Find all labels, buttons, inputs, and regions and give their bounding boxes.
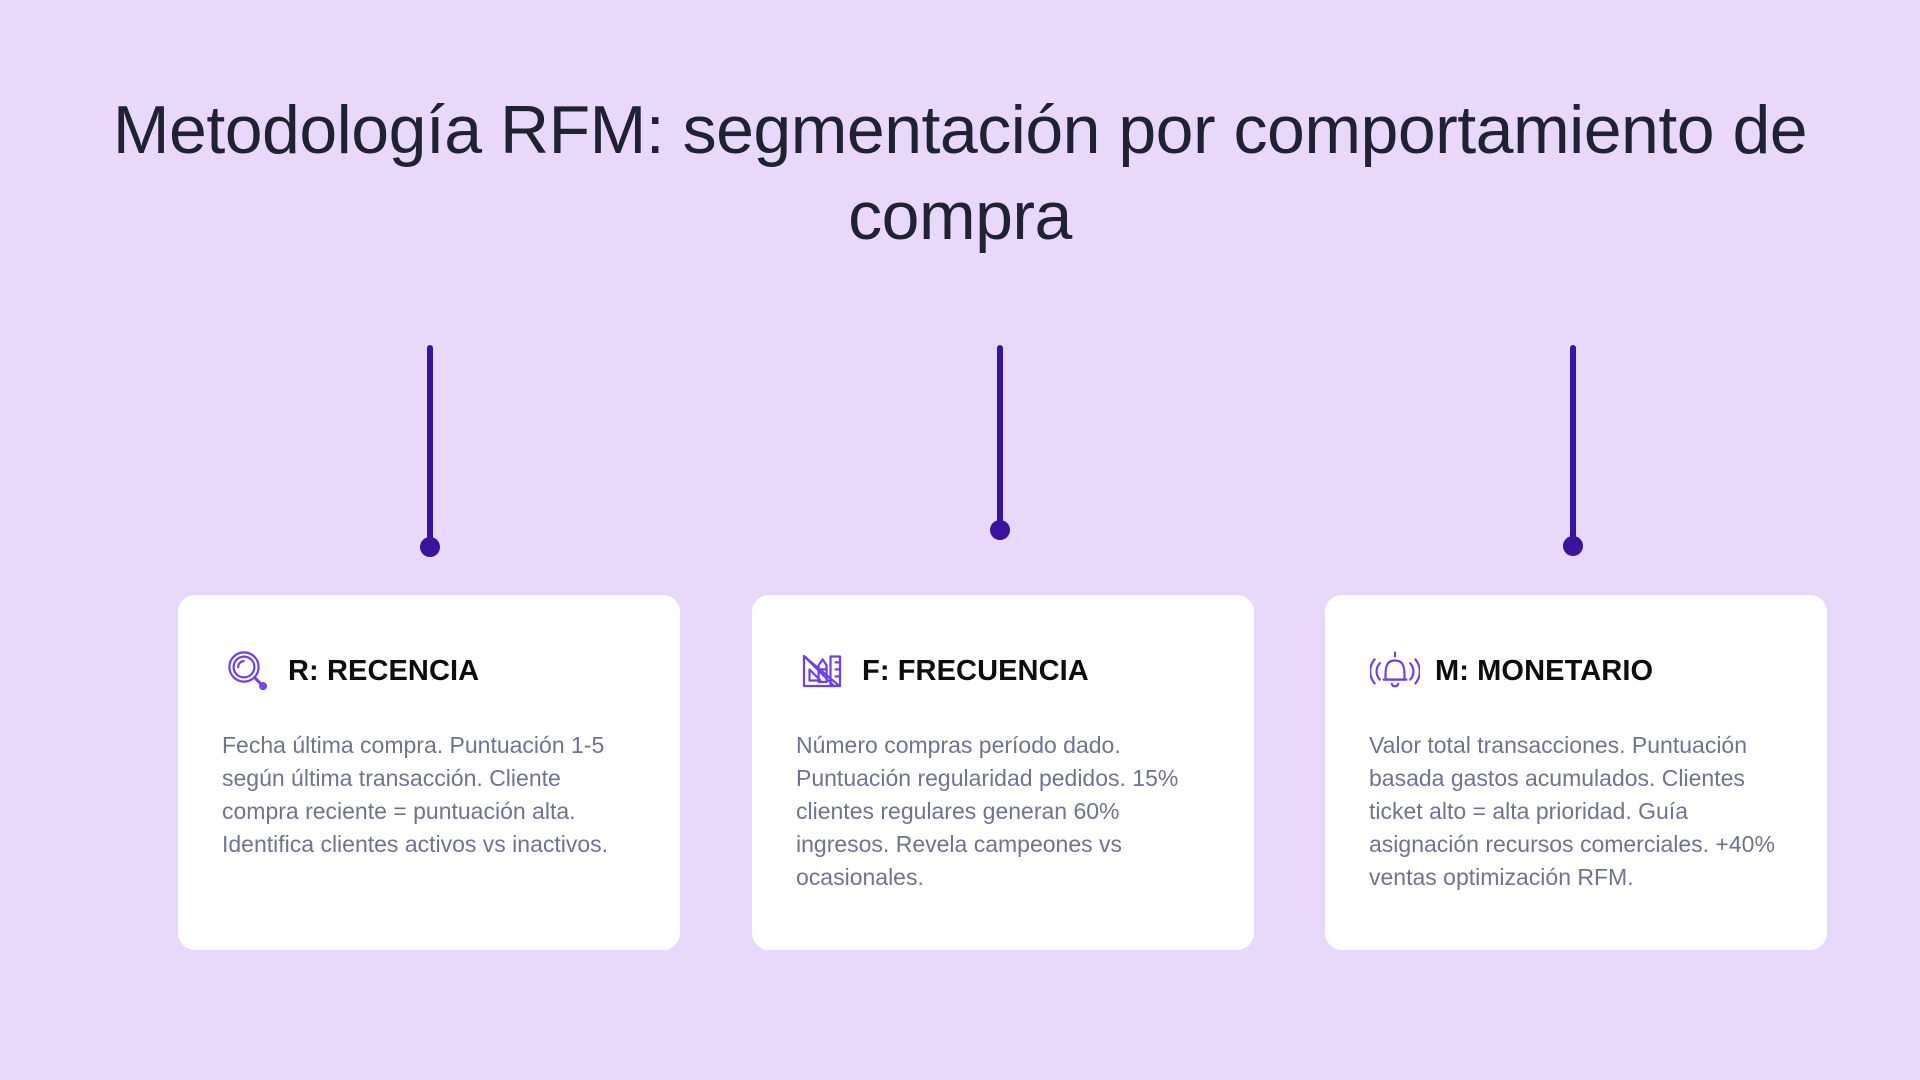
card-body-text: Valor total transacciones. Puntuación ba… [1369,732,1775,890]
card-title: M: MONETARIO [1435,654,1654,687]
connector-line-3 [1563,345,1583,556]
connector-line-2 [990,345,1010,540]
connector-dot-3 [1563,536,1583,556]
card-header: R: RECENCIA [222,643,636,699]
card-monetario: M: MONETARIO Valor total transacciones. … [1325,595,1827,950]
ruler-pencil-icon [796,645,848,697]
card-frecuencia: F: FRECUENCIA Número compras período dad… [752,595,1254,950]
connector-dot-2 [990,520,1010,540]
magnifier-icon [222,645,274,697]
card-body-text: Número compras período dado. Puntuación … [796,732,1179,890]
connector-line-1 [420,345,440,557]
card-title: F: FRECUENCIA [862,654,1089,687]
ringing-bell-icon [1369,645,1421,697]
card-title: R: RECENCIA [288,654,480,687]
card-recencia: R: RECENCIA Fecha última compra. Puntuac… [178,595,680,950]
card-header: F: FRECUENCIA [796,643,1210,699]
page-title: Metodología RFM: segmentación por compor… [112,92,1808,254]
card-header: M: MONETARIO [1369,643,1783,699]
card-body-text: Fecha última compra. Puntuación 1-5 segú… [222,732,609,857]
connector-dot-1 [420,537,440,557]
